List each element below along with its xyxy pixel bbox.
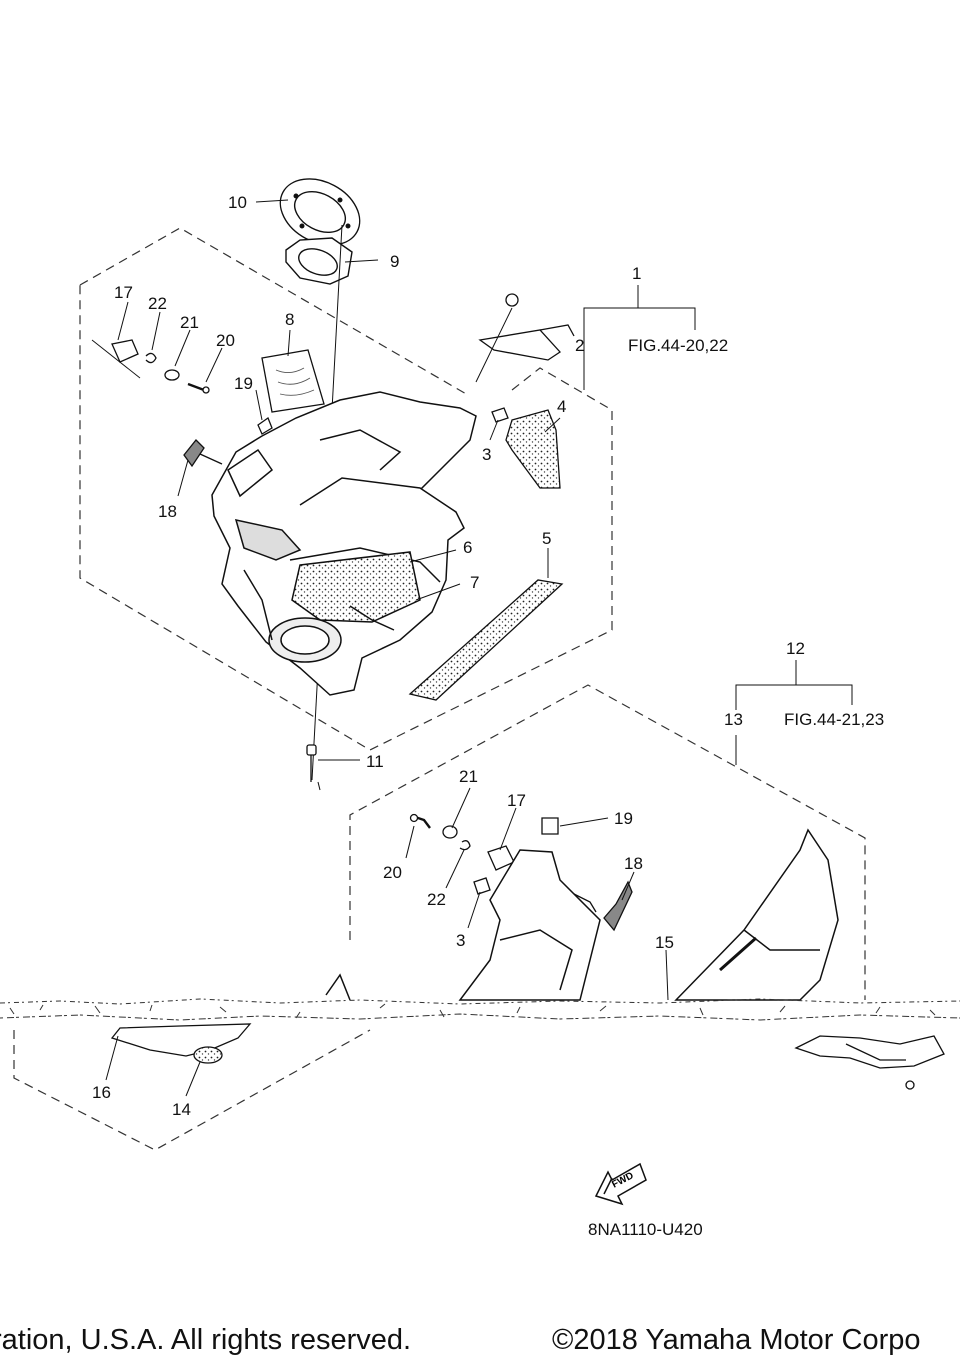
- part-11-rivet: [306, 744, 317, 782]
- callout-1: 1: [632, 264, 641, 283]
- callout-21-lower: 21: [459, 767, 478, 786]
- callout-18-lower: 18: [624, 854, 643, 873]
- callout-11: 11: [366, 752, 384, 771]
- footer-rights-text: ration, U.S.A. All rights reserved.: [0, 1324, 412, 1356]
- copyright-footer: ration, U.S.A. All rights reserved. ©201…: [0, 1318, 960, 1366]
- callout-20-upper: 20: [216, 331, 235, 350]
- callout-15: 15: [655, 933, 674, 952]
- lower-fastener-cluster: [409, 813, 633, 932]
- callout-20-lower: 20: [383, 863, 402, 882]
- figure-reference-lower: FIG.44-21,23: [784, 710, 884, 729]
- callout-12: 12: [786, 639, 805, 658]
- callout-19-upper: 19: [234, 374, 253, 393]
- callout-22-upper: 22: [148, 294, 167, 313]
- part-10-outer-ring: [279, 178, 361, 246]
- callout-3-upper: 3: [482, 445, 491, 464]
- callout-6: 6: [463, 538, 472, 557]
- diagram-code: 8NA1110-U420: [588, 1220, 703, 1239]
- callout-18-upper: 18: [158, 502, 177, 521]
- callout-21-upper: 21: [180, 313, 199, 332]
- lower-left-fragment: [110, 1023, 252, 1064]
- part-8-label-sheet: [261, 349, 325, 413]
- callout-22-lower: 22: [427, 890, 446, 909]
- scan-noise-band: [0, 998, 960, 1021]
- callout-5: 5: [542, 529, 551, 548]
- upper-leader-lines: [117, 199, 696, 791]
- callout-16: 16: [92, 1083, 111, 1102]
- callout-4: 4: [557, 397, 566, 416]
- callout-14: 14: [172, 1100, 191, 1119]
- part-2-bracket: [478, 293, 575, 361]
- callout-13: 13: [724, 710, 743, 729]
- callout-8: 8: [285, 310, 294, 329]
- callout-3-lower: 3: [456, 931, 465, 950]
- part-5-trim-strip: [408, 579, 564, 701]
- callout-19-lower: 19: [614, 809, 633, 828]
- callout-17-upper: 17: [114, 283, 133, 302]
- footer-copyright-text: ©2018 Yamaha Motor Corpo: [552, 1324, 921, 1356]
- callout-7: 7: [470, 573, 479, 592]
- callout-10: 10: [228, 193, 247, 212]
- lower-assembly-boundary: [13, 684, 866, 1151]
- lower-leader-lines: [105, 660, 853, 1097]
- callout-9: 9: [390, 252, 399, 271]
- figure-reference-upper: FIG.44-20,22: [628, 336, 728, 355]
- upper-assembly-boundary: [79, 227, 613, 751]
- callout-17-lower: 17: [507, 791, 526, 810]
- upper-cowling: [211, 391, 477, 696]
- part-3-4-upper: [491, 407, 561, 489]
- part-9-bracket-ring: [285, 237, 353, 285]
- upper-fastener-cluster: [91, 339, 210, 394]
- upper-clip-and-knob: [183, 416, 273, 468]
- callout-2: 2: [575, 336, 584, 355]
- lower-right-fragment: [794, 1035, 945, 1090]
- lower-cowling: [325, 828, 839, 1001]
- fwd-arrow-icon: [594, 1162, 647, 1206]
- callout-labels: 10 9 1 17 22 21 8 20 2 19 4 3 18 5 6 7 1…: [92, 193, 805, 1119]
